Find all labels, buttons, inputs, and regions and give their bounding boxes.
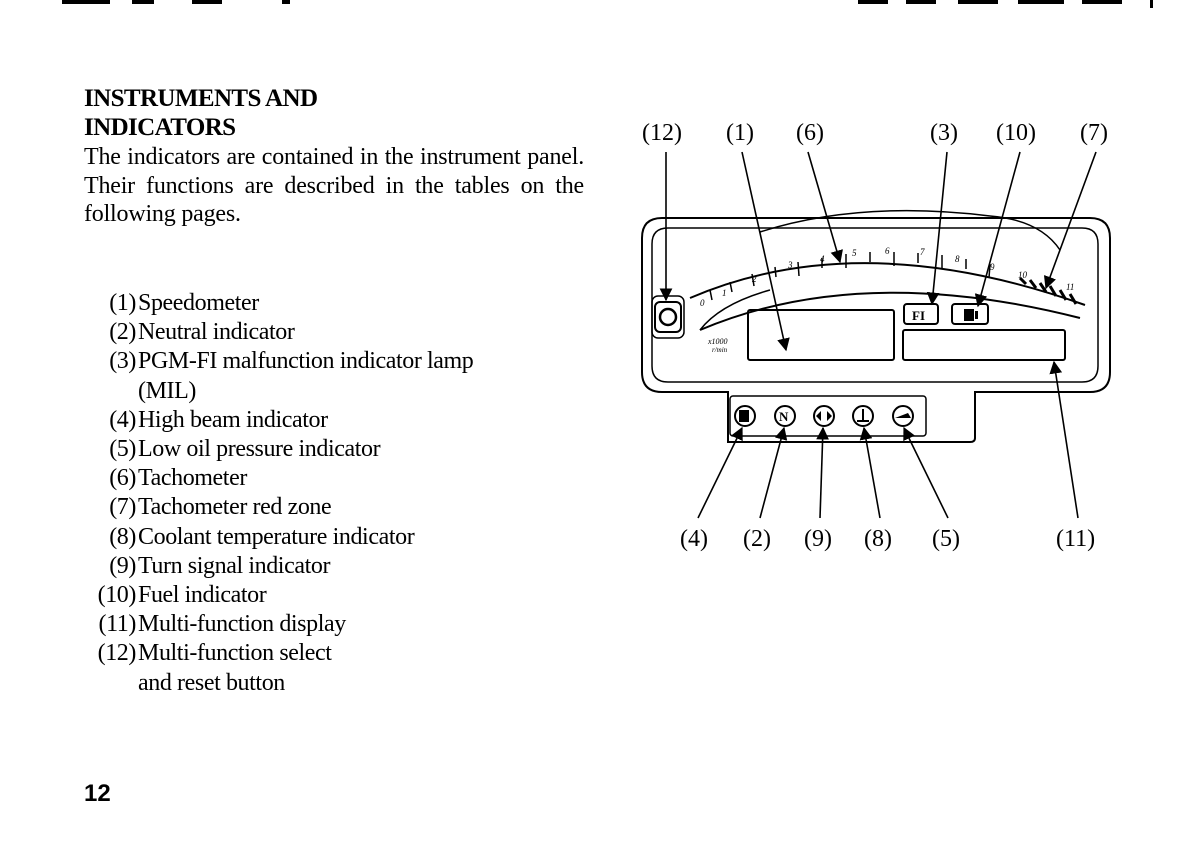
multi-function-display bbox=[902, 329, 1066, 361]
tick-label: 10 bbox=[1018, 270, 1028, 280]
list-item: (7)Tachometer red zone bbox=[109, 494, 332, 521]
speedometer-display bbox=[747, 309, 895, 361]
callout-label: (6) bbox=[796, 120, 824, 146]
callout-label: (8) bbox=[864, 526, 892, 552]
list-item: (10)Fuel indicator bbox=[97, 582, 267, 609]
tick-label: 2 bbox=[752, 274, 757, 284]
callout-labels-bottom: (4) (2) (9) (8) (5) (11) bbox=[680, 526, 1095, 552]
tick-label: 5 bbox=[852, 248, 857, 258]
callout-label: (7) bbox=[1080, 120, 1108, 146]
list-item: (2)Neutral indicator bbox=[109, 319, 295, 346]
legend-list: (1)Speedometer (2)Neutral indicator (3)P… bbox=[84, 289, 474, 698]
callout-label: (9) bbox=[804, 526, 832, 552]
callout-label: (4) bbox=[680, 526, 708, 552]
page-number: 12 bbox=[84, 780, 111, 807]
callout-label: (3) bbox=[930, 120, 958, 146]
list-item: (3)PGM-FI malfunction indicator lamp(MIL… bbox=[109, 348, 474, 404]
list-item: (1)Speedometer bbox=[109, 290, 259, 316]
callout-label: (11) bbox=[1056, 526, 1095, 552]
tachometer-arc-outer bbox=[689, 262, 1086, 306]
panel-housing bbox=[641, 217, 1111, 443]
red-zone-hatching bbox=[1018, 276, 1078, 305]
tick-label: 0 bbox=[700, 298, 705, 308]
callout-label: (10) bbox=[996, 120, 1036, 146]
callout-label: (2) bbox=[743, 526, 771, 552]
callout-labels-top: (12) (1) (6) (3) (10) (7) bbox=[642, 120, 1108, 146]
list-item: (9)Turn signal indicator bbox=[109, 552, 331, 579]
fuel-indicator-icon bbox=[951, 303, 989, 325]
tachometer-arc-inner bbox=[699, 291, 1081, 331]
heading-line-2: INDICATORS bbox=[84, 114, 236, 141]
svg-text:N: N bbox=[779, 409, 789, 424]
tick-label: 3 bbox=[787, 260, 793, 270]
heading-line-1: INSTRUMENTS AND bbox=[84, 85, 318, 112]
rpm-unit-label: x1000 bbox=[707, 337, 728, 346]
turn-signal-icon bbox=[813, 405, 835, 427]
indicator-tray bbox=[729, 395, 927, 437]
list-item: (6)Tachometer bbox=[109, 465, 247, 492]
top-bezel bbox=[759, 209, 991, 233]
tick-label: 1 bbox=[722, 288, 727, 298]
top-edge-marks bbox=[62, 0, 1153, 8]
callout-label: (12) bbox=[642, 120, 682, 146]
rpm-unit-label-2: r/min bbox=[712, 346, 728, 354]
list-item: (11)Multi-function display bbox=[98, 611, 347, 638]
coolant-temperature-icon bbox=[852, 405, 874, 427]
tick-label: 9 bbox=[990, 262, 995, 272]
callout-label: (1) bbox=[726, 120, 754, 146]
tick-label: 8 bbox=[955, 254, 960, 264]
list-item: (5)Low oil pressure indicator bbox=[109, 436, 381, 463]
leader-lines bbox=[659, 151, 1097, 519]
tick-label: 4 bbox=[820, 254, 825, 264]
tick-label: 11 bbox=[1066, 282, 1074, 292]
fi-indicator-lamp: FI bbox=[903, 303, 939, 325]
tick-label: 6 bbox=[885, 246, 890, 256]
list-item: (4)High beam indicator bbox=[109, 406, 328, 433]
tachometer-ticks bbox=[709, 252, 991, 301]
intro-paragraph: The indicators are contained in the inst… bbox=[84, 144, 584, 227]
svg-text:FI: FI bbox=[912, 308, 925, 323]
callout-label: (5) bbox=[932, 526, 960, 552]
neutral-icon: N bbox=[774, 405, 796, 427]
oil-pressure-icon bbox=[892, 405, 914, 427]
high-beam-icon bbox=[734, 405, 756, 427]
tick-label: 7 bbox=[920, 247, 925, 257]
tachometer-numbers: 0 1 2 3 4 5 6 7 8 9 10 11 bbox=[700, 246, 1074, 308]
list-item: (8)Coolant temperature indicator bbox=[109, 523, 415, 550]
select-reset-button[interactable] bbox=[654, 301, 682, 333]
section-heading: INSTRUMENTS AND INDICATORS bbox=[84, 84, 404, 142]
panel-inner-frame bbox=[651, 227, 1099, 383]
select-button-housing bbox=[651, 295, 685, 339]
